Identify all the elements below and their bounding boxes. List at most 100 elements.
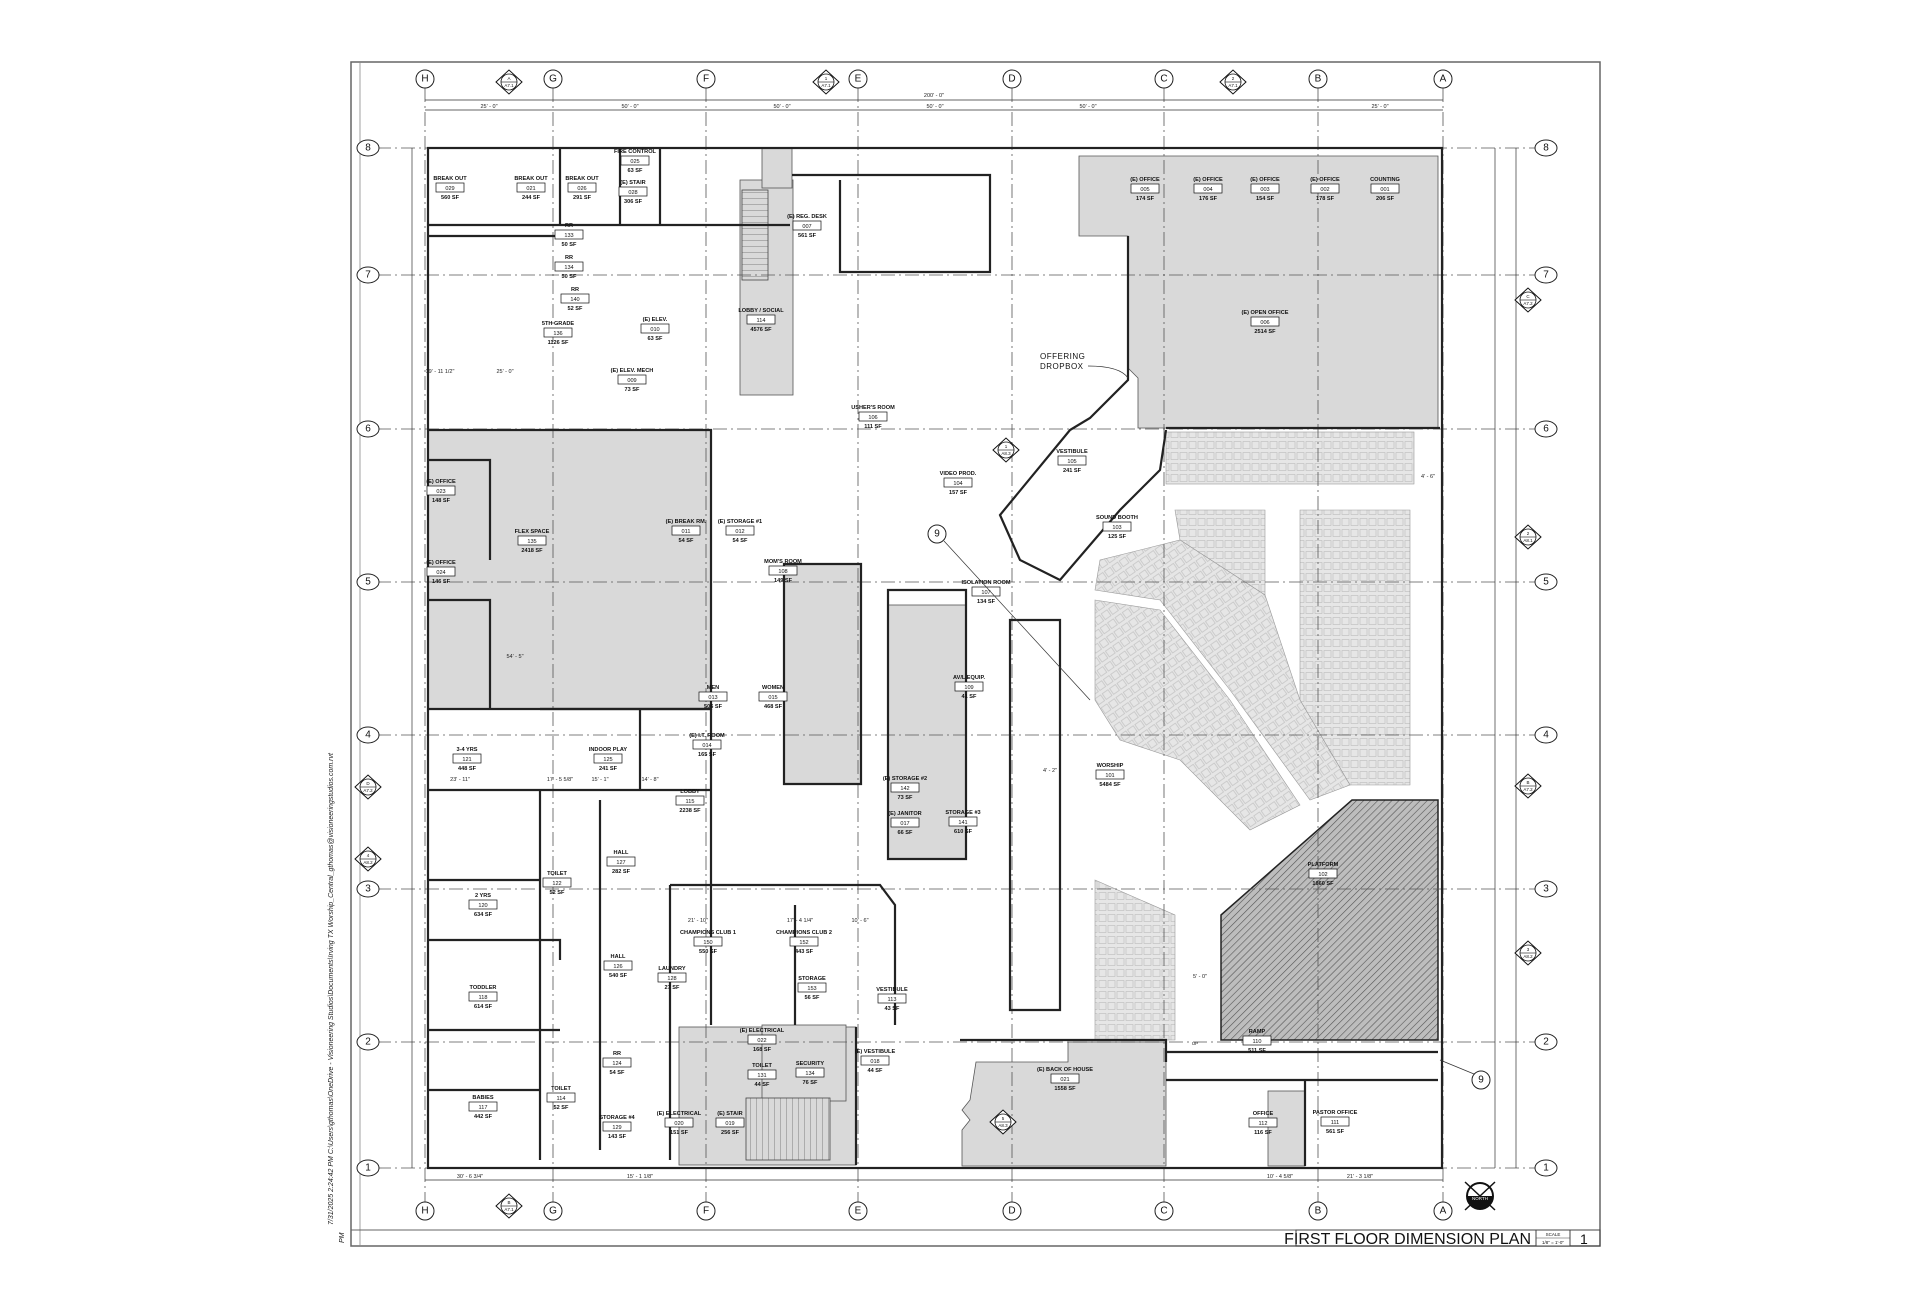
dim-bay: 50' - 0" [1079,104,1096,110]
room-area: 151 SF [670,1130,689,1136]
room-name: (E) OFFICE [1193,177,1223,183]
room-area: 73 SF [898,795,914,801]
room-area: 443 SF [795,949,814,955]
room-tag-box [606,856,636,867]
room-area: 506 SF [704,704,723,710]
svg-text:A8.3: A8.3 [1001,451,1011,456]
room-area: 56 SF [805,995,821,1001]
room-area: 66 SF [898,830,914,836]
room-number: 114 [557,1096,566,1102]
room-number: 013 [708,695,717,701]
svg-text:2: 2 [365,1037,371,1048]
dim-misc: 21' - 10" [688,918,708,924]
room-tag-box [546,1092,576,1103]
room-tag-box [789,936,819,947]
room-number: 101 [1105,773,1114,779]
svg-text:D: D [366,781,370,786]
room-number: 024 [436,570,445,576]
room-name: (E) OPEN OFFICE [1242,310,1289,316]
room-number: 020 [674,1121,683,1127]
room-area: 5484 SF [1099,782,1121,788]
scale-value: 1/8" = 1'-0" [1542,1240,1564,1245]
svg-text:A: A [507,76,510,81]
room-number: 001 [1380,187,1389,193]
grid-bubble-row-8: 8 [1534,139,1558,157]
room-area: 1126 SF [548,340,569,346]
room-name: SOUND BOOTH [1096,515,1138,521]
room-tag-box [1370,183,1400,194]
room-name: TOILET [551,1086,571,1092]
room-number: 117 [479,1105,488,1111]
dim-misc: 23' - 11" [450,777,470,783]
room-name: OFFICE [1253,1111,1274,1117]
room-area: 550 SF [699,949,718,955]
room-area: 206 SF [1376,196,1395,202]
grid-bubble-column-D: D [1002,1201,1022,1221]
room-tag-box [1250,316,1280,327]
title-block: FIRST FLOOR DIMENSION PLAN SCALE 1/8" = … [1284,1229,1601,1248]
dim-bottom: 15' - 1 1/8" [627,1174,653,1180]
room-number: 142 [900,786,909,792]
room-area: 52 SF [554,1105,570,1111]
room-tag-box [657,972,687,983]
dim-bottom: 10' - 4 5/8" [1267,1174,1293,1180]
section-marker: 2A8.1 [1514,524,1542,550]
room-tag-box [426,485,456,496]
scale-label: SCALE [1546,1232,1561,1237]
room-number: 009 [627,378,636,384]
stair-028 [741,189,769,281]
svg-text:6: 6 [1543,424,1549,435]
room-number: 102 [1318,872,1327,878]
grid-bubble-row-6: 6 [356,420,380,438]
room-number: 115 [686,799,695,805]
svg-text:5: 5 [1002,1116,1005,1121]
room-name: CHAMPIONS CLUB 2 [776,930,832,936]
dim-misc: 4' - 6" [1421,474,1435,480]
room-area: 241 SF [1063,468,1082,474]
grid-bubble-column-E: E [848,69,868,89]
svg-text:6: 6 [365,424,371,435]
room-name: STORAGE #3 [945,810,980,816]
svg-text:B: B [1315,1206,1322,1217]
room-area: 73 SF [625,387,641,393]
svg-text:1: 1 [825,76,828,81]
dim-bay: 50' - 0" [926,104,943,110]
svg-text:A7.1: A7.1 [1228,83,1238,88]
room-area: 63 SF [628,168,644,174]
dim-misc: 10' - 6" [851,918,868,924]
room-name: MEN [707,685,719,691]
section-marker: 4A8.2 [354,846,382,872]
room-number: 126 [613,964,622,970]
north-arrow-icon: NORTH [1464,1181,1496,1211]
room-tag-box [452,753,482,764]
room-name: HALL [611,954,626,960]
svg-text:A8.2: A8.2 [1523,954,1533,959]
room-name: FLEX SPACE [515,529,550,535]
room-tag-box [948,816,978,827]
room-label: TOILET 114 52 SF [546,1086,576,1111]
grid-bubble-column-F: F [696,1201,716,1221]
room-tag-box [954,681,984,692]
room-number: 011 [682,529,691,535]
room-tag-box [1095,769,1125,780]
room-tag-box [617,374,647,385]
room-area: 41 SF [962,694,978,700]
room-name: WOMEN [762,685,784,691]
room-tag-box [877,993,907,1004]
room-number: 124 [612,1061,621,1067]
dim-misc: 25' - 0" [496,369,513,375]
room-number: 018 [870,1059,879,1065]
